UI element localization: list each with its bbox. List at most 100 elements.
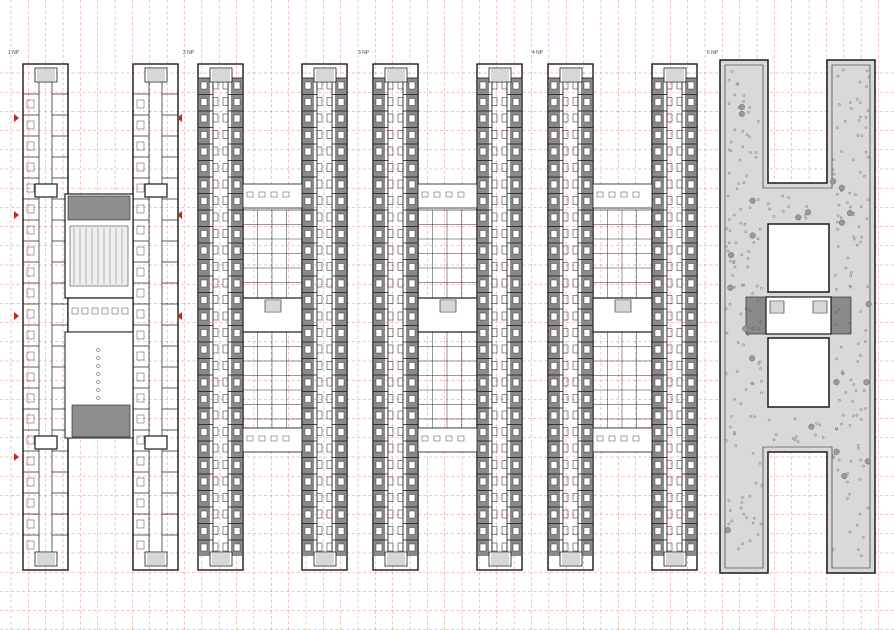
bathroom-pod — [501, 146, 508, 156]
tree-icon — [833, 448, 840, 455]
bathroom-pod — [491, 163, 498, 172]
bed — [479, 164, 487, 172]
bathroom-pod — [316, 328, 323, 337]
bathroom-pod — [562, 212, 569, 222]
bathroom-pod — [676, 130, 683, 139]
bathroom-pod — [222, 344, 229, 354]
planter — [748, 494, 752, 498]
bed — [550, 164, 558, 172]
bathroom-pod — [572, 212, 579, 222]
bed — [408, 362, 416, 370]
planter — [836, 220, 839, 224]
furniture — [136, 435, 145, 445]
bed — [375, 279, 383, 288]
planter — [726, 249, 730, 253]
bed — [550, 428, 558, 436]
bed — [654, 131, 662, 139]
planter — [855, 243, 859, 247]
planter — [865, 85, 868, 88]
bed — [200, 98, 208, 106]
bed — [479, 230, 487, 238]
planter — [832, 453, 835, 457]
bed — [304, 131, 312, 139]
planter — [851, 414, 855, 418]
bathroom-pod — [666, 410, 673, 420]
floor-label-3np: 3 NP — [358, 50, 370, 56]
bathroom-pod — [501, 311, 508, 321]
bathroom-pod — [501, 212, 508, 222]
planter — [737, 182, 740, 185]
bathroom-pod — [676, 542, 683, 552]
bathroom-pod — [572, 443, 579, 453]
bed — [408, 411, 416, 420]
bed — [337, 411, 345, 420]
bed — [687, 213, 695, 222]
bathroom-pod — [397, 229, 404, 238]
bathroom-pod — [491, 460, 498, 469]
bathroom-pod — [212, 262, 219, 271]
bed — [550, 395, 558, 403]
bathroom-pod — [562, 229, 569, 238]
bathroom-pod — [316, 146, 323, 156]
bed — [200, 164, 208, 172]
planter — [774, 433, 778, 436]
bed — [550, 296, 558, 304]
bed — [304, 246, 312, 255]
planter — [831, 168, 835, 172]
bed — [304, 527, 312, 535]
bed — [550, 494, 558, 502]
bed — [583, 543, 591, 552]
planter — [760, 484, 764, 487]
bed — [337, 444, 345, 453]
bed — [512, 378, 520, 387]
furniture — [246, 435, 254, 442]
bed — [408, 444, 416, 453]
bed — [512, 543, 520, 552]
bathroom-pod — [501, 130, 508, 139]
planter — [739, 208, 743, 211]
bathroom-pod — [676, 377, 683, 387]
bathroom-pod — [326, 212, 333, 222]
vertical-core — [144, 183, 168, 198]
bed — [583, 411, 591, 420]
bed — [654, 164, 662, 172]
tree-icon — [846, 210, 853, 217]
bathroom-pod — [212, 526, 219, 535]
planter — [727, 78, 731, 82]
bed — [583, 312, 591, 321]
bed — [583, 114, 591, 123]
bathroom-pod — [316, 196, 323, 205]
floor-plan-4np — [547, 63, 698, 571]
planter — [794, 435, 798, 438]
bathroom-pod — [326, 179, 333, 189]
planter — [860, 418, 863, 421]
planter — [758, 461, 762, 465]
bed — [687, 428, 695, 436]
bed — [550, 180, 558, 189]
bed — [304, 81, 312, 90]
bathroom-pod — [562, 460, 569, 469]
bed — [408, 477, 416, 486]
bathroom-pod — [501, 344, 508, 354]
bathroom-pod — [326, 460, 333, 469]
parapet — [724, 64, 871, 569]
bathroom-pod — [666, 163, 673, 172]
furniture — [282, 435, 290, 442]
bed — [200, 180, 208, 189]
bathroom-pod — [562, 179, 569, 189]
bathroom-pod — [387, 113, 394, 123]
planter — [739, 402, 743, 405]
bathroom-pod — [387, 328, 394, 337]
bed — [375, 312, 383, 321]
planter — [814, 433, 817, 437]
planter — [736, 82, 740, 85]
bed — [337, 246, 345, 255]
bathroom-pod — [397, 113, 404, 123]
bathroom-pod — [572, 542, 579, 552]
bathroom-pod — [562, 328, 569, 337]
planter — [760, 379, 763, 383]
furniture — [433, 191, 441, 198]
bed — [375, 527, 383, 535]
bed — [654, 378, 662, 387]
bed — [200, 543, 208, 552]
